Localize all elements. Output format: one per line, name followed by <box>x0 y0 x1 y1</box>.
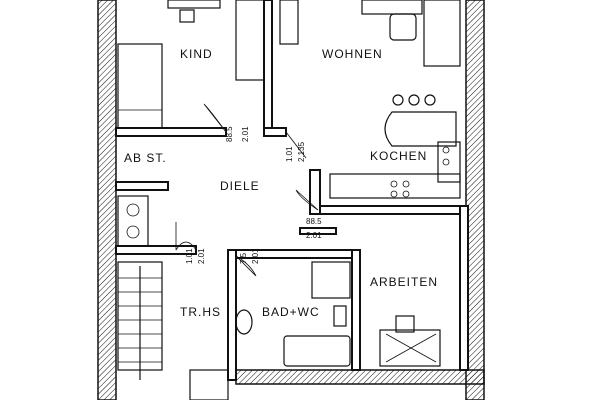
dimension-labels: 88.5 2.01 1.01 2.135 88.5 2.01 1.01 2.01… <box>185 126 322 264</box>
armchair <box>389 13 417 41</box>
wall-bad-door-frame <box>299 227 337 235</box>
wall-stair-north <box>115 245 197 255</box>
south-wall <box>235 369 485 385</box>
room-label-badwc: BAD+WC <box>262 305 320 319</box>
room-label-abst: AB ST. <box>124 151 167 165</box>
west-wall <box>97 0 117 400</box>
wohnen-furniture <box>279 0 461 199</box>
room-label-wohnen: WOHNEN <box>322 47 383 61</box>
room-label-kochen: KOCHEN <box>370 149 427 163</box>
dim-5-bottom: 2.01 <box>251 248 260 264</box>
chair-2 <box>408 94 420 106</box>
wall-kind-wohnen <box>263 0 273 131</box>
dim-3-top: 88.5 <box>306 217 322 226</box>
washer-dryer <box>117 195 149 247</box>
bad-furniture <box>235 261 351 367</box>
entry-door <box>189 369 229 400</box>
dim-2-bottom: 2.135 <box>297 141 306 162</box>
dim-4-top: 1.01 <box>185 248 194 264</box>
staircase <box>117 261 229 400</box>
wardrobe <box>235 0 265 81</box>
room-label-diele: DIELE <box>220 179 260 193</box>
dim-2-top: 1.01 <box>285 146 294 162</box>
bed <box>117 43 163 129</box>
office-desk <box>379 329 441 367</box>
dim-3-bottom: 2.01 <box>306 231 322 240</box>
kind-furniture <box>117 0 265 129</box>
sideboard <box>361 0 423 15</box>
room-label-arbeiten: ARBEITEN <box>370 275 438 289</box>
sofa <box>423 0 461 67</box>
dining-table <box>384 111 457 147</box>
wall-stub-wohnen <box>263 127 287 137</box>
chair <box>179 9 195 23</box>
room-labels: KIND WOHNEN AB ST. KOCHEN DIELE ARBEITEN… <box>124 47 438 319</box>
dim-4-bottom: 2.01 <box>197 248 206 264</box>
arbeiten-furniture <box>379 315 441 367</box>
outer-walls <box>97 0 485 400</box>
room-label-trhs: TR.HS <box>180 305 221 319</box>
kitchen-unit <box>437 141 461 183</box>
wall-arbeiten-north <box>319 205 467 215</box>
room-label-kind: KIND <box>180 47 213 61</box>
wall-kind-south <box>115 127 227 137</box>
dim-1-bottom: 2.01 <box>241 126 250 142</box>
interior-walls <box>115 0 469 381</box>
chair-3 <box>424 94 436 106</box>
office-chair <box>395 315 415 333</box>
toilet <box>235 309 253 335</box>
kitchen-counter <box>329 173 461 199</box>
door-swings <box>175 103 319 277</box>
shelf <box>279 0 299 45</box>
wall-abst-south <box>115 181 169 191</box>
dim-5-top: 7.5 <box>239 252 248 264</box>
wall-kochen-west <box>309 169 321 215</box>
bathtub <box>283 335 351 367</box>
wall-stair-bad <box>227 249 237 381</box>
dim-1-top: 88.5 <box>225 126 234 142</box>
wall-arbeiten-east-inner <box>459 205 469 371</box>
desk <box>167 0 221 9</box>
sink <box>333 305 347 327</box>
abst-furniture <box>117 195 149 247</box>
east-wall <box>465 0 485 400</box>
chair-1 <box>392 94 404 106</box>
shower <box>311 261 351 299</box>
wall-bad-arbeiten <box>351 249 361 371</box>
